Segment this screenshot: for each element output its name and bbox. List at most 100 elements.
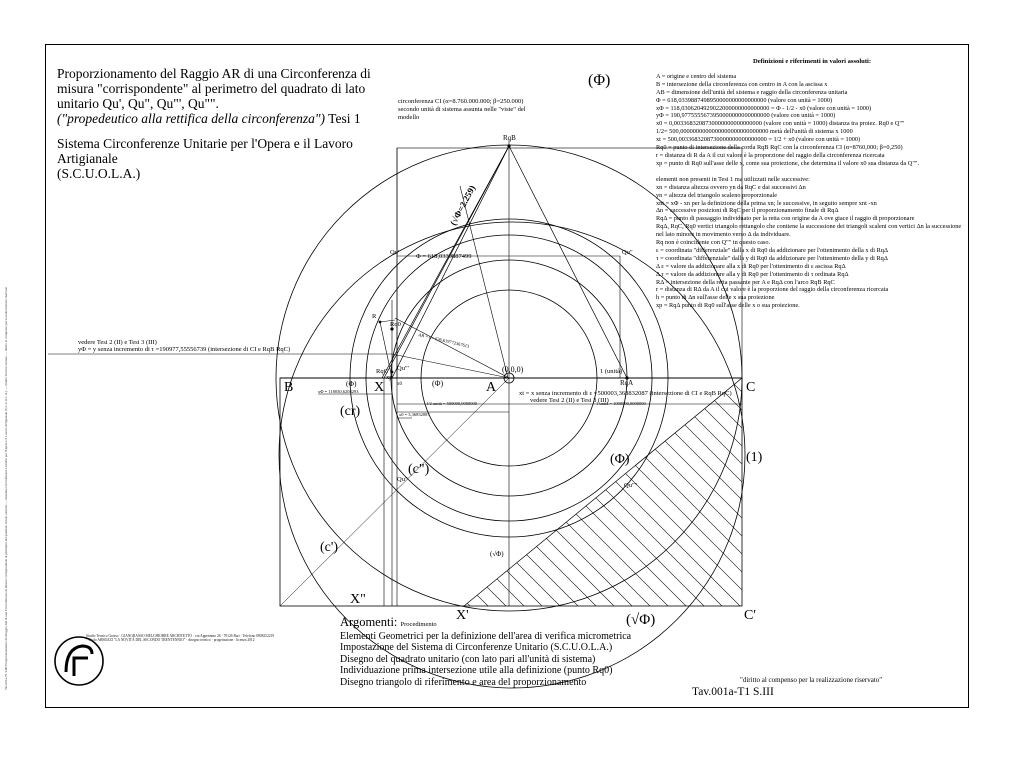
def-line: yΦ = 190,9775555673950000000000000000 (v… xyxy=(656,112,836,120)
point-RqC xyxy=(390,370,394,374)
def-line: RΔ = intersezione della retta passante p… xyxy=(656,278,835,286)
vertical-margin-text: Tav.001a-T1 S.III Proporzionamento del R… xyxy=(4,286,8,690)
def-line: 1/2= 500,0000000000000000000000000000 me… xyxy=(656,128,853,136)
xphi-dimension: xΦ = 118030,6204293 xyxy=(318,389,359,394)
label-Rq0: Rq0 xyxy=(390,321,401,328)
sheet-code: Tav.001a-T1 S.III xyxy=(692,686,774,698)
half-unit-dimension: 1/2 unità = 500000,0000000 xyxy=(426,401,478,406)
def-line: AB = dimensione dell'unità del sistema e… xyxy=(656,88,848,96)
label-C: C xyxy=(746,380,756,395)
arguments-block: Argomenti: Procedimento Elementi Geometr… xyxy=(340,615,670,688)
def-line: τ = coordinata "differenziale" dalla y d… xyxy=(656,254,888,262)
def-line: x0 = 0,0033683208730000000000000000 (val… xyxy=(656,120,905,128)
def-line: RqΔ = punto di passaggio individuato per… xyxy=(656,215,915,223)
def-line: xt = 500,0033683208730000000000000000 = … xyxy=(656,136,861,144)
def-line: yn = altezza del triangolo scaleno propo… xyxy=(656,191,778,199)
def-line: xn = distanza altezza ovvero yn da RqC e… xyxy=(656,183,806,191)
label-phi-mid: (Φ) xyxy=(610,452,630,467)
label-phi-left: (Φ) xyxy=(346,379,357,388)
point-RqB xyxy=(507,144,511,148)
definitions-group1: A = origine e centro del sistema B = int… xyxy=(656,73,968,168)
def-line: r = distanza di RΔ da A il cui valore è … xyxy=(656,286,889,294)
definitions-header: Definizioni e riferimenti in valori asso… xyxy=(752,58,872,65)
unit-dimension: 1 unità = 1000000,0000000 xyxy=(596,401,646,406)
def-line: RqΔ, RqC, Rq0 vertici triangolo rettango… xyxy=(656,223,962,239)
label-origin: (0,0,0) xyxy=(502,365,524,374)
sheet-frame xyxy=(45,44,969,708)
x0-dimension: x0 = 3,36832087 xyxy=(399,412,430,417)
label-unit: 1 (unità) xyxy=(600,368,623,375)
label-cpp: (c") xyxy=(408,462,430,477)
xt-reference-2: vedere Tesi 2 (II) e Tesi 3 (III) xyxy=(530,397,609,404)
argument-item: Elementi Geometrici per la definizione d… xyxy=(340,630,632,642)
def-line: Rq non è coincidente con Q"" in questo c… xyxy=(656,239,771,247)
label-Qu-double: Qu" xyxy=(622,249,633,256)
def-line: Δ ε = valore da addizionare alla x di Rq… xyxy=(656,262,846,270)
label-X: X xyxy=(374,380,385,395)
sqrt-phi-rotated-label: (√Φ=2.259) xyxy=(448,184,477,227)
def-line: A = origine e centro del sistema xyxy=(656,72,737,80)
def-line: h = punto di Δn sull'asse delle x sua pr… xyxy=(656,294,775,302)
page-title: Proporzionamento del Raggio AR di una Ci… xyxy=(57,66,387,126)
label-RqC: RqC xyxy=(376,368,388,375)
ci-note: circonferenza CI (α=8.760.000.000; β=250… xyxy=(398,98,526,121)
argument-item: Disegno del quadrato unitario (con lato … xyxy=(340,653,596,665)
xt-reference-1: xt = x senza incremento di ε =500003,368… xyxy=(519,390,732,397)
label-R: R xyxy=(372,313,377,320)
label-Qu-triple: Qu"' xyxy=(397,365,409,372)
label-one: (1) xyxy=(746,450,763,465)
origin-marker xyxy=(503,372,515,384)
label-X-prime: X' xyxy=(456,608,469,623)
label-xp: xp xyxy=(386,374,393,381)
point-Rq0 xyxy=(390,327,394,331)
subtitle-line2: (S.C.U.O.L.A.) xyxy=(57,166,141,181)
title-rest: Tesi 1 xyxy=(325,111,361,126)
label-sqrt-phi-small: (√Φ) xyxy=(490,550,504,558)
point-RqA xyxy=(625,376,629,380)
yphi-reference-2: yΦ = y senza incremento di τ =190977,555… xyxy=(78,346,291,353)
ar-rotated-label: AR = r = 636,619772367613 xyxy=(418,332,471,350)
def-line: elementi non presenti in Tesi 1 ma utili… xyxy=(656,175,810,183)
def-line: r = distanza di R da A il cui valore è l… xyxy=(656,151,885,159)
label-A: A xyxy=(486,380,497,395)
def-line: Rq0 = punto di intersezione della corda … xyxy=(656,144,903,152)
argument-item: Disegno triangolo di riferimento e area … xyxy=(340,676,587,688)
argument-item: Impostazione del Sistema di Circonferenz… xyxy=(340,642,613,653)
label-Qu-prime: Qu' xyxy=(390,249,400,256)
label-C-prime: C' xyxy=(744,608,756,623)
label-phi-a: (Φ) xyxy=(432,379,444,388)
page-subtitle: Sistema Circonferenze Unitarie per l'Ope… xyxy=(57,136,377,181)
label-RqB: RqB xyxy=(503,134,516,142)
label-x0: x0 xyxy=(397,382,402,387)
def-line: Δn = successive posizioni di RqC per il … xyxy=(656,207,839,215)
def-line: xp = punto di Rq0 sull'asse delle x, com… xyxy=(656,159,920,167)
definitions-panel: Definizioni e riferimenti in valori asso… xyxy=(656,58,968,310)
label-cr: (cr) xyxy=(340,404,361,419)
label-phi-value: Φ = 618,0339887499 xyxy=(416,253,472,260)
def-line: B = intersezione della circonferenza con… xyxy=(656,80,828,88)
definitions-group2: elementi non presenti in Tesi 1 ma utili… xyxy=(656,176,968,310)
def-line: Δ τ = valore da addizionare alla y di Rq… xyxy=(656,270,849,278)
studio-stamp-text: Studio Tecnico Grasso · GIANGRASSO MELCH… xyxy=(86,634,275,643)
rights-note: "diritto al compenso per la realizzazion… xyxy=(740,676,883,684)
label-RqA: RqA xyxy=(620,379,634,387)
argument-item: Individuazione prima intersezione utile … xyxy=(340,665,613,676)
subtitle-line1: Sistema Circonferenze Unitarie per l'Ope… xyxy=(57,136,353,166)
label-cp: (c') xyxy=(320,540,339,555)
arguments-heading: Argomenti: Procedimento xyxy=(340,615,437,629)
title-line1: Proporzionamento del Raggio AR di una Ci… xyxy=(57,66,371,111)
point-R xyxy=(378,320,382,324)
label-Qu-quad: Qu"" xyxy=(624,482,638,489)
label-X-double-prime: X" xyxy=(350,592,366,607)
def-line: xΦ = 118,0306204929022000000000000000 = … xyxy=(656,104,872,112)
title-italic: ("propedeutico alla rettifica della circ… xyxy=(57,111,326,126)
label-Qu-left: Qu" xyxy=(397,476,408,483)
def-line: xnt = xΦ - xn per la definizione della p… xyxy=(656,199,877,207)
yphi-reference-1: vedere Tesi 2 (II) e Tesi 3 (III) xyxy=(78,339,157,346)
def-line: ε = coordinata "differenziale" dalla x d… xyxy=(656,246,888,254)
studio-logo xyxy=(54,636,104,686)
circle-ci xyxy=(278,221,746,689)
phi-top-label: (Φ) xyxy=(588,72,611,89)
